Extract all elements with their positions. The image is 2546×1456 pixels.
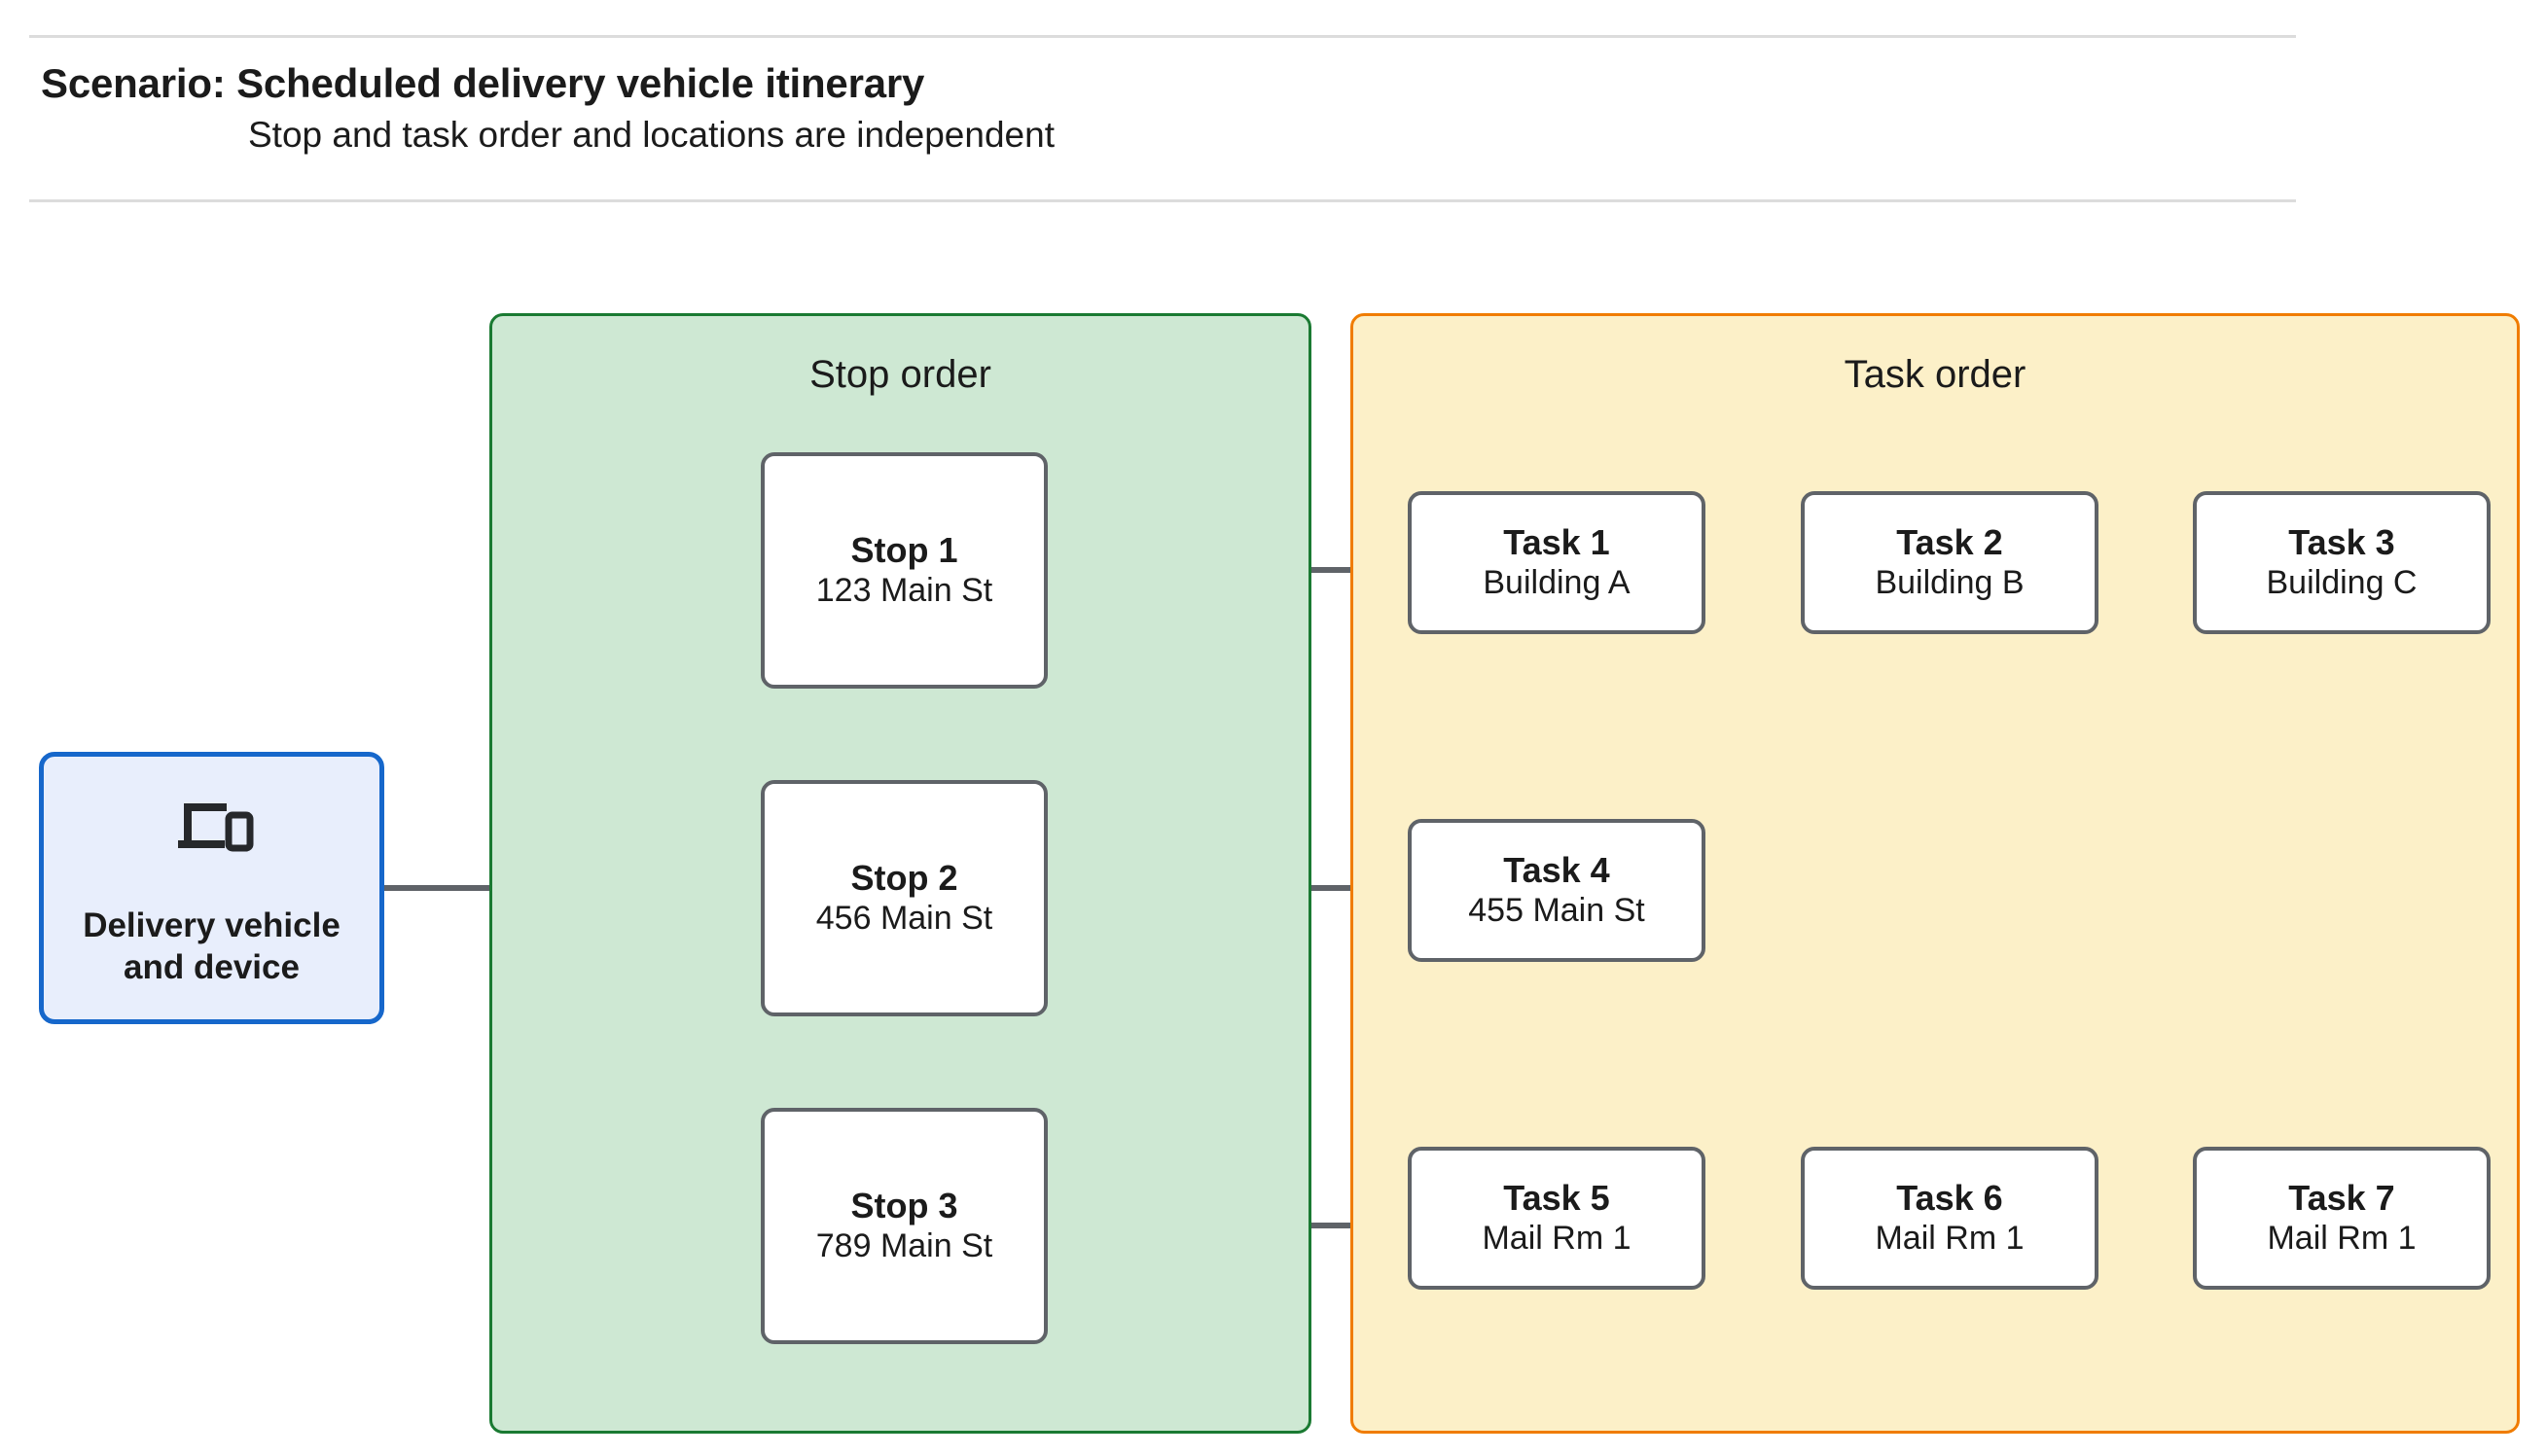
stop-card-2[interactable]: Stop 2 456 Main St: [761, 780, 1048, 1016]
task-card-location: 455 Main St: [1468, 891, 1645, 929]
delivery-vehicle-label-line1: Delivery vehicle: [83, 906, 341, 944]
task-card-title: Task 1: [1503, 522, 1610, 563]
task-card-1[interactable]: Task 1 Building A: [1408, 491, 1705, 634]
delivery-vehicle-node[interactable]: Delivery vehicle and device: [39, 752, 384, 1024]
task-card-location: Mail Rm 1: [1482, 1219, 1632, 1257]
task-card-location: Building A: [1483, 563, 1631, 601]
stop-card-address: 456 Main St: [815, 899, 993, 937]
devices-icon: [170, 799, 254, 867]
task-card-6[interactable]: Task 6 Mail Rm 1: [1801, 1147, 2098, 1290]
stop-order-title: Stop order: [809, 353, 991, 396]
task-card-title: Task 7: [2288, 1178, 2395, 1219]
header-divider-bottom: [29, 199, 2296, 202]
task-card-7[interactable]: Task 7 Mail Rm 1: [2193, 1147, 2491, 1290]
task-card-title: Task 6: [1896, 1178, 2003, 1219]
task-card-3[interactable]: Task 3 Building C: [2193, 491, 2491, 634]
task-card-location: Mail Rm 1: [2267, 1219, 2417, 1257]
task-card-location: Mail Rm 1: [1875, 1219, 2025, 1257]
task-card-4[interactable]: Task 4 455 Main St: [1408, 819, 1705, 962]
task-card-title: Task 2: [1896, 522, 2003, 563]
task-card-2[interactable]: Task 2 Building B: [1801, 491, 2098, 634]
stop-card-1[interactable]: Stop 1 123 Main St: [761, 452, 1048, 689]
stop-card-address: 789 Main St: [815, 1226, 993, 1264]
delivery-vehicle-label-line2: and device: [124, 947, 300, 986]
task-card-5[interactable]: Task 5 Mail Rm 1: [1408, 1147, 1705, 1290]
stop-card-address: 123 Main St: [815, 571, 993, 609]
page-subtitle: Stop and task order and locations are in…: [248, 115, 1055, 155]
stop-card-3[interactable]: Stop 3 789 Main St: [761, 1108, 1048, 1344]
task-order-title: Task order: [1844, 353, 2026, 396]
task-card-location: Building C: [2266, 563, 2418, 601]
delivery-vehicle-label: Delivery vehicle and device: [83, 906, 341, 988]
task-card-title: Task 3: [2288, 522, 2395, 563]
task-card-title: Task 4: [1503, 850, 1610, 891]
task-card-location: Building B: [1875, 563, 2025, 601]
stop-card-title: Stop 1: [850, 530, 958, 571]
stop-card-title: Stop 3: [850, 1186, 958, 1226]
header-divider-top: [29, 35, 2296, 38]
stop-card-title: Stop 2: [850, 858, 958, 899]
task-card-title: Task 5: [1503, 1178, 1610, 1219]
page-title: Scenario: Scheduled delivery vehicle iti…: [41, 60, 925, 106]
